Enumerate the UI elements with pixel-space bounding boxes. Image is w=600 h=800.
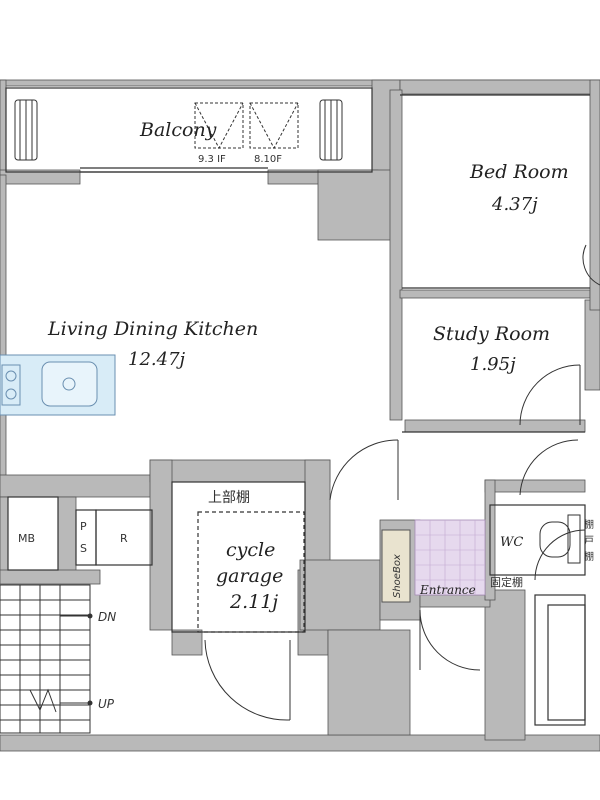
balcony-tag-1: 9.3 IF [198, 154, 226, 165]
shoebox-cabinet [381, 529, 411, 603]
ldk-label: Living Dining Kitchen [47, 318, 258, 340]
balcony-label: Balcony [139, 119, 217, 141]
entrance-floor [414, 519, 486, 596]
cycle-label-2: garage [216, 565, 283, 587]
stairs-dn-label: DN [98, 610, 116, 624]
cycle-area: 2.11j [229, 591, 278, 613]
stairs-up-label: UP [98, 697, 115, 711]
cycle-label-1: cycle [226, 539, 275, 561]
bedroom-label: Bed Room [469, 161, 569, 183]
bedroom-area: 4.37j [491, 194, 538, 215]
fixed-shelf-label: 固定棚 [490, 575, 523, 589]
entrance-label: Entrance [419, 583, 476, 597]
study-label: Study Room [433, 323, 550, 345]
side-label-3: 棚 [584, 550, 594, 563]
ac-units [14, 99, 343, 161]
study-area: 1.95j [470, 354, 516, 375]
mb-label: MB [18, 532, 35, 545]
stair-markers [87, 613, 93, 706]
ps-label-s: S [80, 542, 87, 555]
wc-fixture [539, 514, 581, 564]
cycle-shelf-label: 上部棚 [208, 490, 250, 506]
side-label-2: 戸 [584, 535, 594, 547]
kitchen-counter [0, 354, 116, 416]
wc-label: WC [500, 535, 523, 550]
door-swings [204, 244, 600, 721]
ps-label-p: P [80, 520, 87, 533]
staircase [0, 584, 91, 734]
shoebox-label: ShoeBox [392, 554, 403, 598]
walls [0, 79, 600, 752]
r-label: R [120, 532, 128, 545]
side-label-1: 棚 [584, 518, 594, 531]
balcony-tag-2: 8.10F [254, 154, 282, 165]
room-outlines [5, 87, 590, 726]
ldk-area: 12.47j [128, 349, 186, 370]
